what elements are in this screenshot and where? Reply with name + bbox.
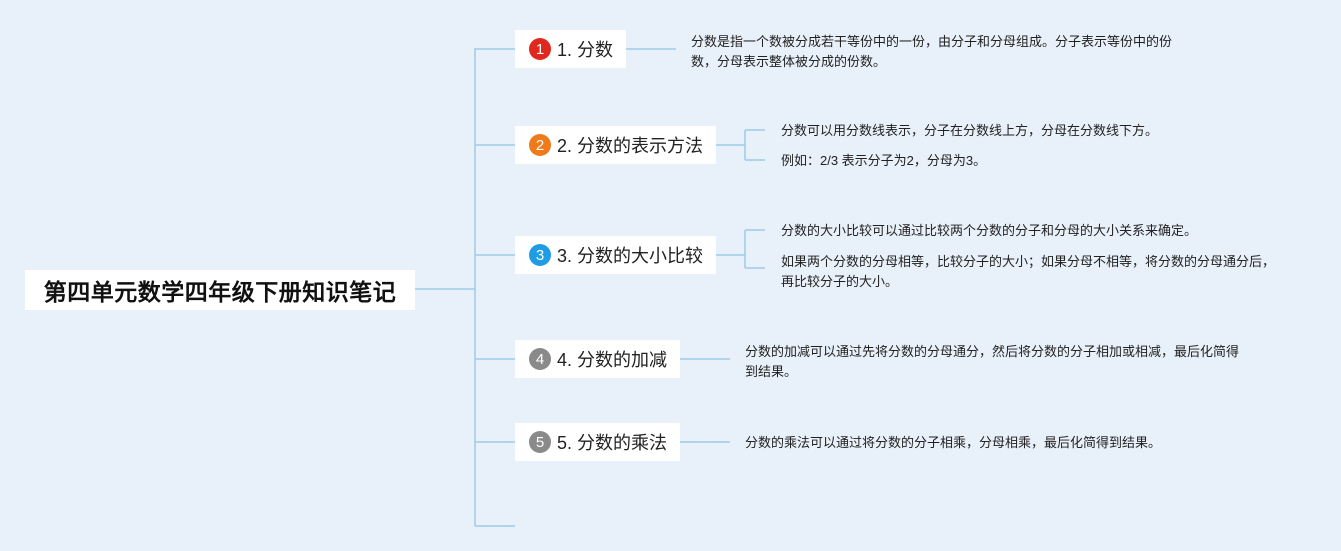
topic-label: 5. 分数的乘法 xyxy=(557,433,668,453)
root-node[interactable]: 第四单元数学四年级下册知识笔记 xyxy=(25,270,415,310)
number-badge-icon: 3 xyxy=(529,244,551,266)
leaf-link-2 xyxy=(716,129,765,161)
topic-node-5[interactable]: 5 5. 分数的乘法 xyxy=(515,423,680,461)
topic-label: 2. 分数的表示方法 xyxy=(557,136,704,156)
topic-4-note: 分数的加减可以通过先将分数的分母通分，然后将分数的分子相加或相减，最后化简得到结… xyxy=(745,344,1240,379)
topic-1-note: 分数是指一个数被分成若干等份中的一份，由分子和分母组成。分子表示等份中的份数，分… xyxy=(691,34,1173,69)
number-badge-icon: 1 xyxy=(529,38,551,60)
topic-label: 4. 分数的加减 xyxy=(557,350,668,370)
topic-node-1[interactable]: 1 1. 分数 xyxy=(515,30,626,68)
topic-label: 1. 分数 xyxy=(557,40,614,60)
topic-node-4[interactable]: 4 4. 分数的加减 xyxy=(515,340,680,378)
number-badge-icon: 5 xyxy=(529,431,551,453)
number-badge-icon: 4 xyxy=(529,348,551,370)
leaf-link-3 xyxy=(716,229,765,269)
number-badge-icon: 2 xyxy=(529,134,551,156)
topic-node-2[interactable]: 2 2. 分数的表示方法 xyxy=(515,126,716,164)
topic-3-note-2: 如果两个分数的分母相等，比较分子的大小；如果分母不相等，将分数的分母通分后，再比… xyxy=(781,254,1276,289)
topic-3-note-1: 分数的大小比较可以通过比较两个分数的分子和分母的大小关系来确定。 xyxy=(781,223,1198,238)
topic-label: 3. 分数的大小比较 xyxy=(557,246,704,266)
topic-2-note-1: 分数可以用分数线表示，分子在分数线上方，分母在分数线下方。 xyxy=(781,123,1159,138)
topic-node-3[interactable]: 3 3. 分数的大小比较 xyxy=(515,236,716,274)
topic-2-note-2: 例如：2/3 表示分子为2，分母为3。 xyxy=(781,153,987,168)
topic-5-note: 分数的乘法可以通过将分数的分子相乘，分母相乘，最后化简得到结果。 xyxy=(745,435,1162,450)
